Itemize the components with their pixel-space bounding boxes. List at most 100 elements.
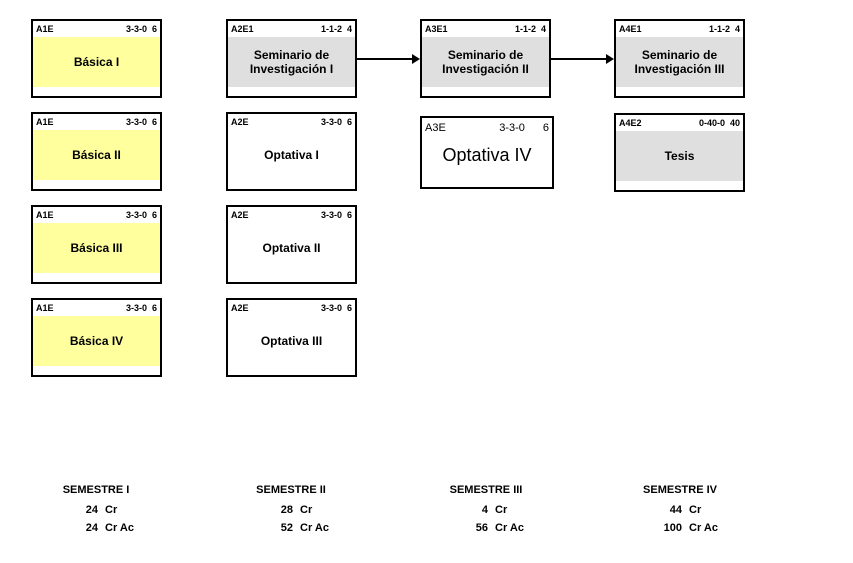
course-box-footer xyxy=(33,180,160,189)
course-code: A1E xyxy=(36,117,54,127)
course-title: Básica I xyxy=(73,55,120,69)
credits-unit: Cr xyxy=(689,504,702,516)
course-title-band: Básica IV xyxy=(33,316,160,366)
accumulated-unit: Cr Ac xyxy=(689,522,718,534)
course-code: A1E xyxy=(36,303,54,313)
accumulated-unit: Cr Ac xyxy=(300,522,329,534)
course-box-footer xyxy=(228,273,355,282)
course-title-band: Tesis xyxy=(616,131,743,181)
course-code: A3E1 xyxy=(425,24,448,34)
course-code: A2E xyxy=(231,210,249,220)
course-code: A2E xyxy=(231,117,249,127)
course-title-band: Básica III xyxy=(33,223,160,273)
course-title-band: Optativa I xyxy=(228,130,355,180)
course-code: A4E1 xyxy=(619,24,642,34)
accumulated-value: 52 xyxy=(280,522,293,534)
course-box-footer xyxy=(228,366,355,375)
semester-accumulated-credits: 100 Cr Ac xyxy=(610,519,750,537)
course-box-footer xyxy=(228,180,355,189)
course-box-footer xyxy=(616,181,743,190)
course-title: Básica III xyxy=(70,241,123,255)
semester-credits: 24 Cr xyxy=(26,501,166,519)
course-title-band: Seminario de Investigación III xyxy=(616,37,743,87)
course-code: A1E xyxy=(36,24,54,34)
semester-summary-4: SEMESTRE IV 44 Cr 100 Cr Ac xyxy=(610,483,750,537)
credits-value: 24 xyxy=(85,504,98,516)
flow-arrow-line-sem1-sem2 xyxy=(357,58,413,60)
accumulated-value: 24 xyxy=(85,522,98,534)
course-box-footer xyxy=(616,87,743,96)
course-title: Optativa III xyxy=(260,334,323,348)
course-code: A2E1 xyxy=(231,24,254,34)
course-title: Tesis xyxy=(664,149,695,163)
course-box-footer xyxy=(228,87,355,96)
semester-label: SEMESTRE IV xyxy=(643,484,717,496)
course-box-footer xyxy=(422,176,552,187)
credits-value: 44 xyxy=(669,504,682,516)
course-box-footer xyxy=(422,87,549,96)
course-code: A3E xyxy=(425,122,446,134)
accumulated-value: 100 xyxy=(663,522,682,534)
credits-unit: Cr xyxy=(495,504,508,516)
semester-summary-3: SEMESTRE III 4 Cr 56 Cr Ac xyxy=(416,483,556,537)
course-code: A2E xyxy=(231,303,249,313)
course-title: Optativa II xyxy=(262,241,321,255)
course-title-band: Seminario de Investigación II xyxy=(422,37,549,87)
course-box-footer xyxy=(33,273,160,282)
course-code: A1E xyxy=(36,210,54,220)
semester-credits: 4 Cr xyxy=(416,501,556,519)
course-title-band: Básica II xyxy=(33,130,160,180)
course-title: Seminario de Investigación I xyxy=(249,48,334,76)
semester-label: SEMESTRE I xyxy=(62,484,130,496)
semester-accumulated-credits: 52 Cr Ac xyxy=(221,519,361,537)
arrow-right-icon xyxy=(412,54,420,64)
semester-accumulated-credits: 24 Cr Ac xyxy=(26,519,166,537)
course-title: Seminario de Investigación III xyxy=(634,48,725,76)
credits-unit: Cr xyxy=(300,504,313,516)
semester-summary-1: SEMESTRE I 24 Cr 24 Cr Ac xyxy=(26,483,166,537)
semester-credits: 28 Cr xyxy=(221,501,361,519)
course-title: Básica IV xyxy=(69,334,124,348)
accumulated-unit: Cr Ac xyxy=(495,522,524,534)
course-title: Básica II xyxy=(72,148,121,162)
course-title: Seminario de Investigación II xyxy=(442,48,529,76)
accumulated-value: 56 xyxy=(475,522,488,534)
semester-summary-2: SEMESTRE II 28 Cr 52 Cr Ac xyxy=(221,483,361,537)
course-title-band: Optativa IV xyxy=(422,134,552,176)
course-title-band: Seminario de Investigación I xyxy=(228,37,355,87)
course-title: Optativa IV xyxy=(442,145,532,165)
flow-arrow-line-sem2-sem3 xyxy=(551,58,607,60)
course-title: Optativa I xyxy=(264,148,319,162)
